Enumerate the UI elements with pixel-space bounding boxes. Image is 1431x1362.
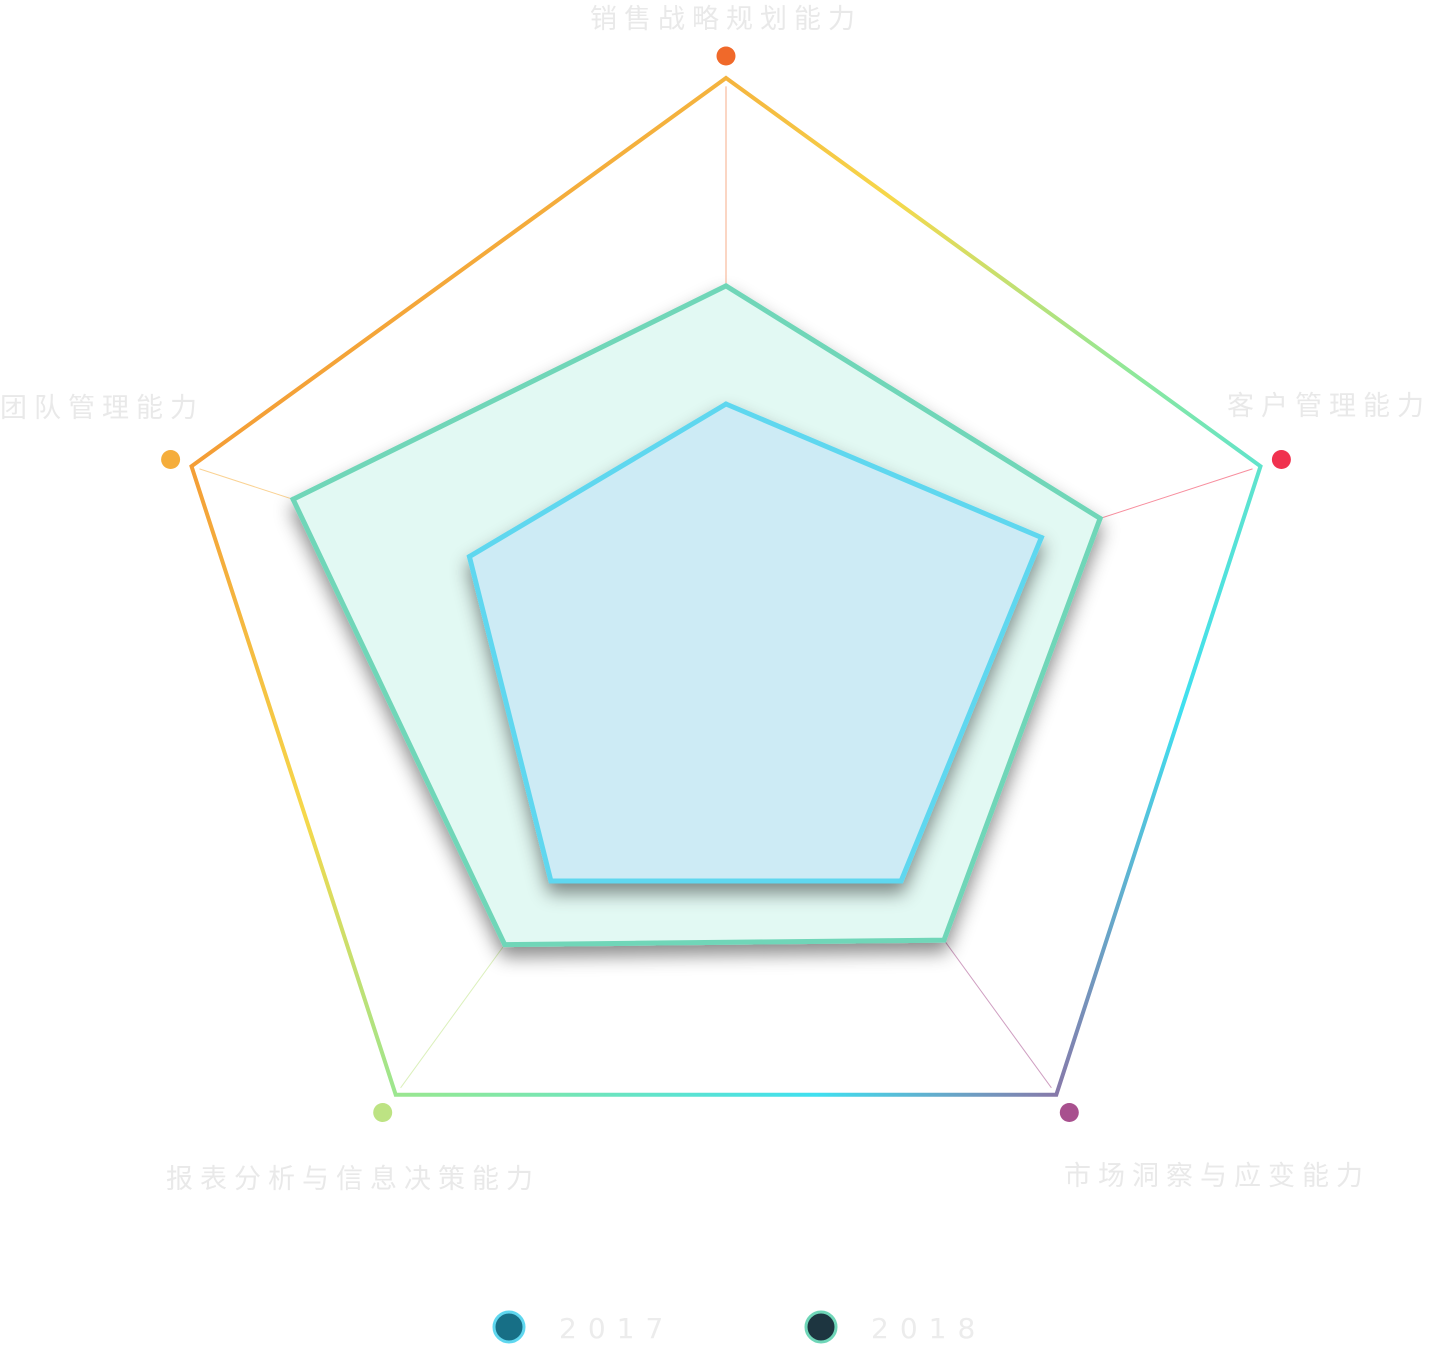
series-2018-point-2: [1097, 515, 1103, 521]
axis-markers: [161, 46, 1291, 1122]
series-2017-point-2: [1038, 535, 1044, 540]
legend-swatch-2017: [492, 1310, 526, 1344]
axis-marker-2: [1271, 450, 1291, 469]
axis-label-2: 客户管理能力: [1227, 391, 1431, 422]
series-2018-point-3: [941, 937, 947, 943]
axis-marker-4: [373, 1103, 393, 1122]
series-2017-point-5: [466, 554, 472, 560]
legend-item-2018[interactable]: 2018: [804, 1310, 986, 1345]
axis-label-4: 报表分析与信息决策能力: [166, 1164, 540, 1195]
radar-outer-frame: [189, 75, 1263, 1097]
legend-label-2018: 2018: [871, 1312, 986, 1345]
axis-marker-5: [161, 450, 181, 469]
series-2017-point-1: [723, 401, 729, 407]
legend-item-2017[interactable]: 2017: [492, 1310, 674, 1345]
radar-series-layer: [289, 283, 1104, 948]
legend-label-2017: 2017: [559, 1312, 674, 1345]
series-2018-point-1: [723, 283, 729, 289]
axis-marker-3: [1059, 1103, 1079, 1122]
series-2018-point-5: [290, 496, 296, 502]
axis-marker-1: [716, 46, 736, 66]
series-2017-area: [466, 401, 1045, 884]
axis-label-1: 销售战略规划能力: [590, 4, 862, 35]
series-2018-point-4: [502, 942, 508, 948]
axis-label-3: 市场洞察与应变能力: [1064, 1161, 1370, 1192]
legend-swatch-2018: [804, 1310, 838, 1344]
legend: 2017 2018: [492, 1310, 986, 1345]
series-2017-point-4: [548, 878, 554, 884]
series-2017-point-3: [898, 878, 904, 884]
axis-label-5: 团队管理能力: [0, 393, 204, 424]
